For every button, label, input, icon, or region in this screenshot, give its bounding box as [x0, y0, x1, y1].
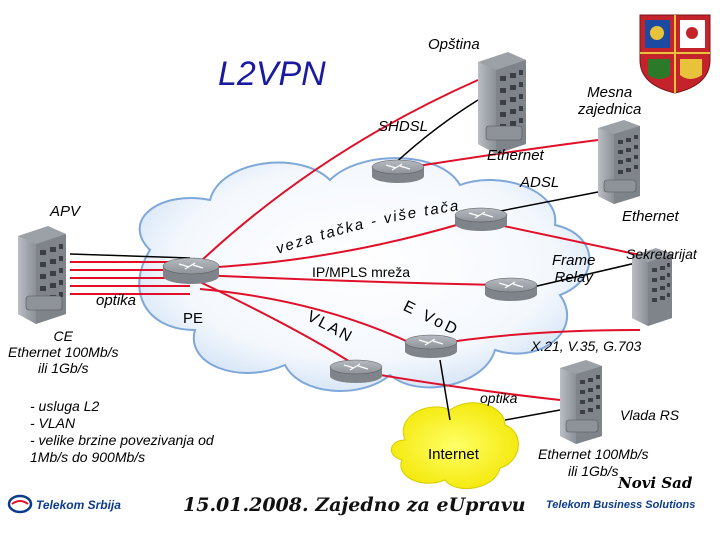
novi-sad-text: Novi Sad	[618, 474, 693, 492]
router-evod	[404, 334, 458, 358]
link-opstina-red	[199, 79, 479, 263]
label-optika-bottom: optika	[480, 390, 518, 406]
label-adsl: ADSL	[520, 174, 560, 191]
telekom-business-text: Telekom Business Solutions	[546, 499, 696, 511]
label-vlada-rs: Vlada RS	[620, 407, 680, 423]
building-sekretarijat	[632, 248, 672, 326]
label-ethernet-2: Ethernet	[622, 208, 679, 225]
label-ethernet-100-right: Ethernet 100Mb/s ili 1Gb/s	[538, 446, 649, 479]
label-apv: APV	[50, 203, 81, 220]
link-ethernet-mz	[404, 139, 599, 169]
link-pe-mp-4	[199, 288, 416, 346]
building-mesna-zajednica	[598, 120, 640, 204]
label-x21: X.21, V.35, G.703	[531, 338, 642, 354]
link-router-internet	[439, 359, 451, 421]
internet-cloud	[391, 402, 519, 489]
telekom-business-logo	[545, 497, 695, 513]
building-apv	[18, 226, 66, 324]
link-frame-relay	[519, 261, 641, 291]
bullet-item: - VLAN	[30, 415, 76, 431]
page-title: L2VPN	[218, 55, 326, 93]
label-sekretarijat: Sekretarijat	[626, 246, 697, 262]
label-ethernet-1: Ethernet	[487, 147, 544, 164]
telekom-srbija-text: Telekom Srbija	[36, 498, 121, 512]
coat-of-arms-icon	[639, 14, 711, 94]
links	[69, 79, 641, 421]
label-ip-mpls: IP/MPLS mreža	[312, 264, 411, 280]
telekom-srbija-logo	[7, 494, 33, 514]
label-opstina: Opština	[428, 36, 480, 53]
bullet-item: - usluga L2	[30, 398, 100, 414]
building-opstina	[478, 52, 526, 154]
label-pe: PE	[183, 310, 204, 327]
link-pe-mp-1	[199, 223, 461, 269]
bullet-list: - usluga L2 - VLAN - velike brzine povez…	[30, 398, 214, 466]
link-pe-mp-3	[199, 281, 356, 366]
router-top	[371, 159, 425, 183]
router-frame	[484, 277, 538, 301]
label-shdsl: SHDSL	[378, 118, 429, 135]
label-optika-left: optika	[96, 292, 137, 309]
bullet-item: 1Mb/s do 900Mb/s	[30, 449, 146, 465]
label-mesna-zajednica: Mesna zajednica	[578, 84, 642, 118]
link-ethernet-sek	[484, 221, 641, 256]
link-internet-vlada	[504, 409, 561, 421]
router-pe	[162, 257, 220, 284]
router-bottom	[329, 359, 383, 383]
label-frame-relay: Frame Relay	[552, 252, 596, 286]
bullet-item: - velike brzine povezivanja od	[30, 432, 214, 448]
label-internet: Internet	[428, 446, 479, 463]
link-optika-bottom	[379, 374, 561, 401]
building-vlada-rs	[560, 360, 602, 444]
link-apv-black	[69, 253, 191, 259]
label-ce: CE Ethernet 100Mb/s ili 1Gb/s	[8, 328, 119, 376]
link-pe-mp-2	[199, 274, 501, 286]
router-right	[454, 207, 508, 231]
footer-date-text: 15.01.2008. Zajedno za eUpravu	[183, 494, 526, 516]
